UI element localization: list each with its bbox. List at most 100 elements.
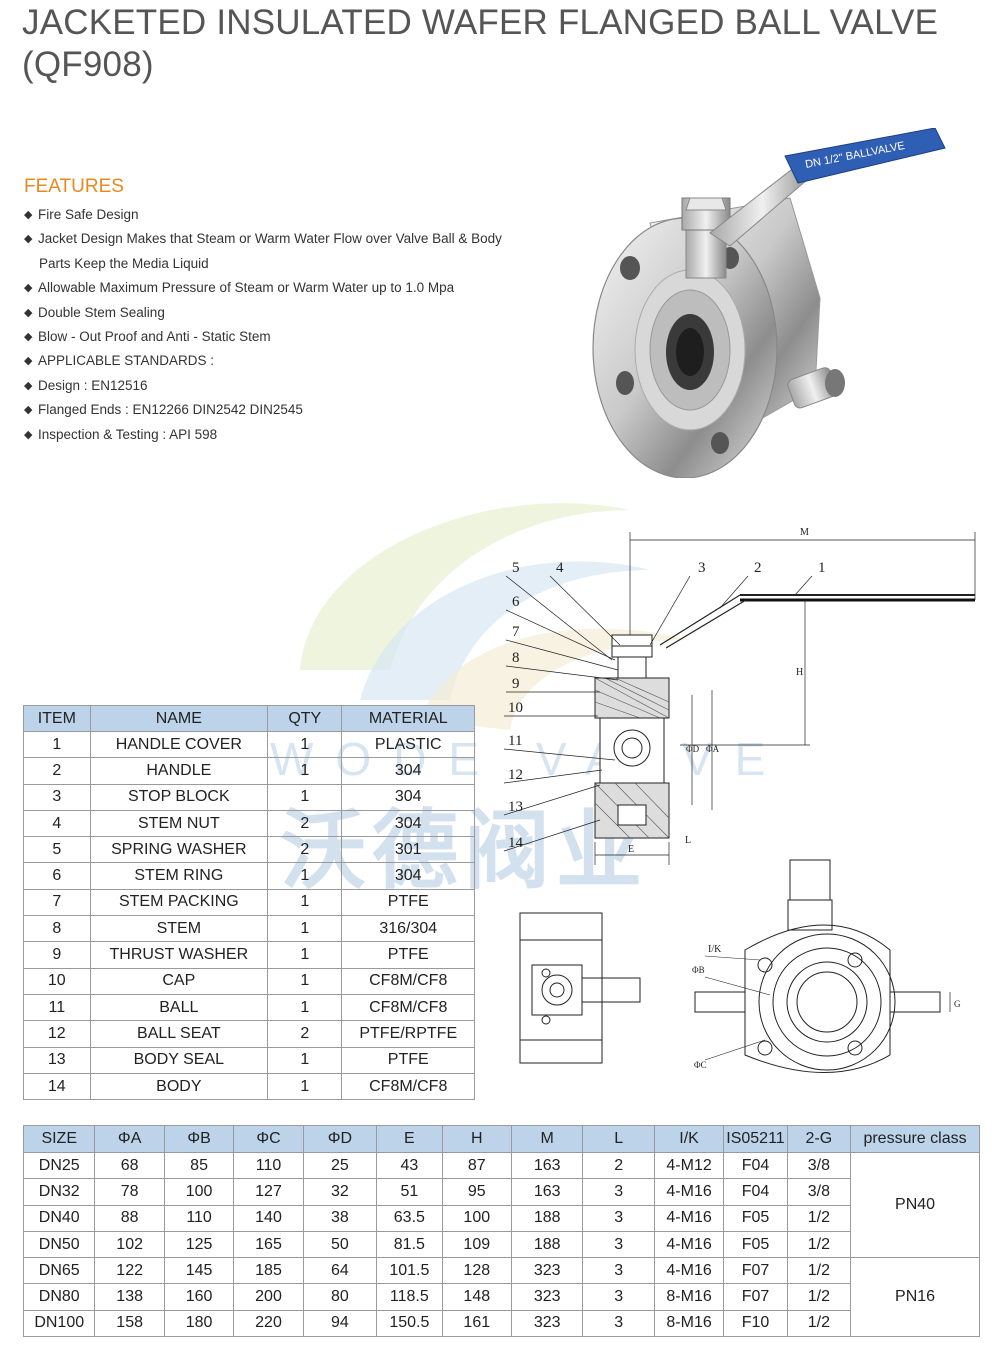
table-cell: STEM NUT	[89, 809, 269, 838]
table-cell: 1	[267, 915, 343, 943]
table-cell: 140	[233, 1204, 304, 1232]
table-cell: 188	[510, 1204, 584, 1232]
table-cell: 110	[163, 1204, 235, 1232]
table-cell: 50	[302, 1230, 378, 1259]
feature-item: ◆Jacket Design Makes that Steam or Warm …	[24, 227, 544, 251]
table-cell: 118.5	[376, 1283, 443, 1311]
column-header: E	[376, 1125, 443, 1153]
table-cell: PTFE	[341, 888, 475, 917]
table-cell: STEM PACKING	[89, 888, 269, 917]
table-cell: 4-M16	[653, 1204, 725, 1232]
table-cell: 38	[302, 1204, 378, 1232]
table-cell: PLASTIC	[341, 730, 475, 759]
table-cell: 101.5	[376, 1257, 443, 1285]
table-cell: 3	[582, 1178, 655, 1206]
pressure-class-cell: PN16	[850, 1257, 980, 1338]
table-cell: 128	[441, 1257, 512, 1285]
table-cell: 8-M16	[653, 1283, 725, 1311]
table-cell: BALL SEAT	[89, 1020, 269, 1048]
table-cell: F07	[723, 1283, 788, 1311]
table-cell: 2	[267, 1020, 343, 1048]
feature-item: ◆Blow - Out Proof and Anti - Static Stem	[24, 325, 544, 349]
table-cell: 1	[267, 862, 343, 890]
table-cell: 110	[233, 1151, 304, 1180]
table-cell: 1	[267, 730, 343, 759]
table-cell: 2	[23, 757, 91, 785]
table-cell: 1	[267, 757, 343, 785]
table-cell: 4-M16	[653, 1178, 725, 1206]
table-cell: CAP	[89, 967, 269, 995]
table-cell: 1	[267, 888, 343, 917]
callout-13: 13	[508, 799, 523, 815]
table-cell: 88	[94, 1204, 165, 1232]
callout-12: 12	[508, 767, 523, 783]
callout-9: 9	[512, 676, 520, 692]
table-cell: DN25	[22, 1151, 96, 1180]
table-cell: DN32	[22, 1178, 96, 1206]
table-cell: 1	[267, 967, 343, 995]
table-cell: 3	[582, 1283, 655, 1311]
table-cell: DN100	[22, 1309, 96, 1338]
feature-item: ◆Double Stem Sealing	[24, 301, 544, 325]
table-cell: STEM	[89, 915, 269, 943]
table-cell: 145	[163, 1257, 235, 1285]
callout-7: 7	[512, 624, 520, 640]
table-cell: F05	[723, 1230, 788, 1259]
table-cell: 4	[23, 809, 91, 838]
callout-8: 8	[512, 650, 520, 666]
table-cell: F10	[723, 1309, 788, 1338]
table-cell: 1/2	[786, 1257, 852, 1285]
table-cell: 4-M16	[653, 1257, 725, 1285]
column-header: 2-G	[786, 1125, 852, 1153]
column-header: L	[582, 1125, 655, 1153]
table-cell: CF8M/CF8	[341, 993, 475, 1022]
table-cell: BALL	[89, 993, 269, 1022]
table-cell: 1	[267, 993, 343, 1022]
table-cell: 6	[23, 862, 91, 890]
table-cell: 8-M16	[653, 1309, 725, 1338]
table-cell: 220	[233, 1309, 304, 1338]
column-header: I/K	[653, 1125, 725, 1153]
table-cell: HANDLE COVER	[89, 730, 269, 759]
table-cell: 8	[23, 915, 91, 943]
table-cell: 165	[233, 1230, 304, 1259]
callout-14: 14	[508, 835, 524, 851]
table-cell: 304	[341, 757, 475, 785]
table-cell: CF8M/CF8	[341, 1072, 475, 1101]
table-cell: 85	[163, 1151, 235, 1180]
table-cell: PTFE	[341, 1046, 475, 1074]
table-cell: 13	[23, 1046, 91, 1074]
diamond-bullet-icon: ◆	[24, 428, 33, 441]
dim-d-label: ΦD	[686, 744, 700, 754]
table-cell: 304	[341, 862, 475, 890]
table-cell: F05	[723, 1204, 788, 1232]
table-cell: DN40	[22, 1204, 96, 1232]
dim-g-label: G	[954, 999, 961, 1009]
callout-1: 1	[818, 560, 826, 576]
col-qty: QTY	[267, 705, 343, 732]
table-cell: 95	[441, 1178, 512, 1206]
table-cell: 316/304	[341, 915, 475, 943]
table-cell: 180	[163, 1309, 235, 1338]
table-cell: 3	[582, 1309, 655, 1338]
table-cell: 63.5	[376, 1204, 443, 1232]
callout-4: 4	[556, 560, 564, 576]
table-cell: 94	[302, 1309, 378, 1338]
table-cell: 1	[267, 941, 343, 969]
table-cell: 188	[510, 1230, 584, 1259]
table-cell: SPRING WASHER	[89, 836, 269, 864]
dim-b-label: ΦB	[692, 965, 705, 975]
feature-item: ◆Design : EN12516	[24, 374, 544, 398]
table-cell: 323	[510, 1309, 584, 1338]
